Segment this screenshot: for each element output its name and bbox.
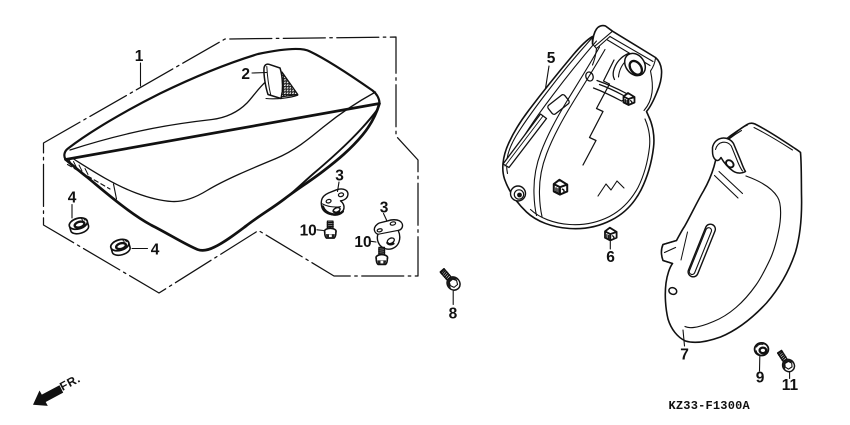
svg-text:5: 5 [547,50,556,67]
svg-text:11: 11 [782,377,799,394]
svg-text:8: 8 [449,305,458,322]
svg-text:9: 9 [756,370,765,387]
svg-text:10: 10 [354,234,371,251]
svg-text:7: 7 [680,347,689,364]
svg-text:3: 3 [380,200,389,217]
svg-text:KZ33-F1300A: KZ33-F1300A [669,399,751,413]
svg-text:10: 10 [300,222,317,239]
svg-text:4: 4 [68,190,77,207]
svg-text:3: 3 [335,168,344,185]
svg-text:FR.: FR. [57,371,83,393]
svg-text:6: 6 [606,249,615,266]
svg-text:2: 2 [241,66,250,83]
svg-text:1: 1 [135,48,144,65]
svg-text:4: 4 [151,242,160,259]
